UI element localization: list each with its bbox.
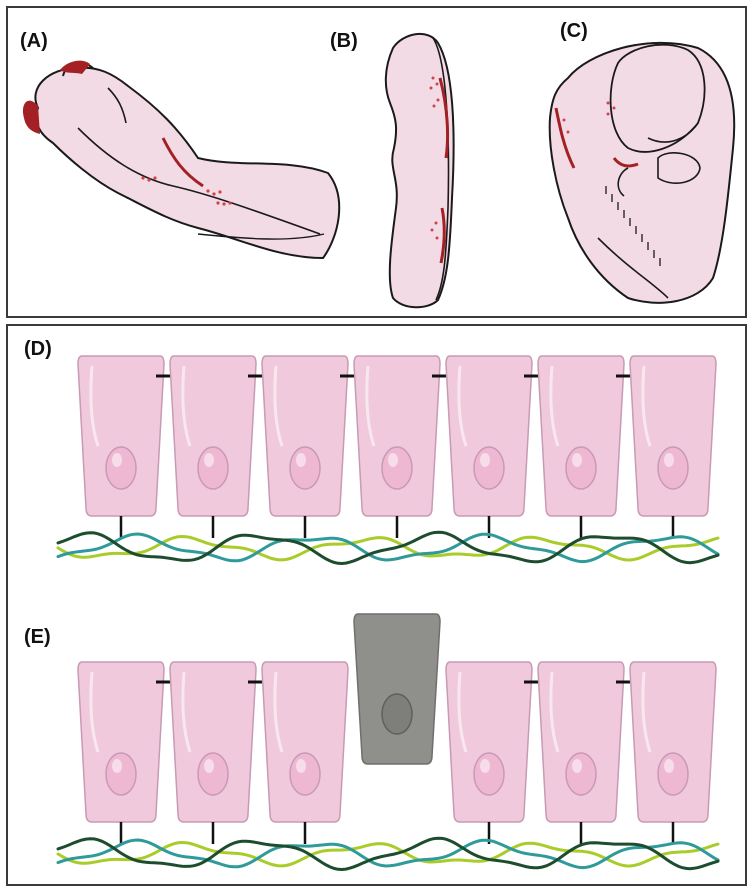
nucleus-highlight xyxy=(664,759,674,773)
nucleus-highlight xyxy=(112,759,122,773)
nucleus-d-5 xyxy=(474,447,504,489)
nucleus-d-1 xyxy=(106,447,136,489)
embryo-illustrations xyxy=(8,8,745,316)
nucleus-highlight xyxy=(572,453,582,467)
nucleus-highlight xyxy=(480,759,490,773)
nucleus-highlight xyxy=(572,759,582,773)
nucleus-highlight xyxy=(664,453,674,467)
epithelium-diagram xyxy=(8,326,745,884)
dead-cell-nucleus xyxy=(382,694,412,734)
epithelium-panel: (D) (E) xyxy=(6,324,747,886)
nucleus-highlight xyxy=(296,759,306,773)
embryo-b xyxy=(386,34,454,307)
nucleus-highlight xyxy=(204,453,214,467)
embryo-panel: (A) (B) (C) xyxy=(6,6,747,318)
nucleus-highlight xyxy=(480,453,490,467)
embryo-c xyxy=(550,43,735,303)
nucleus-e-3 xyxy=(290,753,320,795)
nucleus-highlight xyxy=(388,453,398,467)
nucleus-e-5 xyxy=(474,753,504,795)
nucleus-e-6 xyxy=(566,753,596,795)
nucleus-d-7 xyxy=(658,447,688,489)
nucleus-d-2 xyxy=(198,447,228,489)
nucleus-e-7 xyxy=(658,753,688,795)
nucleus-highlight xyxy=(296,453,306,467)
embryo-a xyxy=(23,61,339,258)
nucleus-e-1 xyxy=(106,753,136,795)
nucleus-highlight xyxy=(204,759,214,773)
nucleus-d-4 xyxy=(382,447,412,489)
nucleus-d-6 xyxy=(566,447,596,489)
nucleus-d-3 xyxy=(290,447,320,489)
nucleus-e-2 xyxy=(198,753,228,795)
nucleus-highlight xyxy=(112,453,122,467)
dead-cell xyxy=(354,614,440,764)
